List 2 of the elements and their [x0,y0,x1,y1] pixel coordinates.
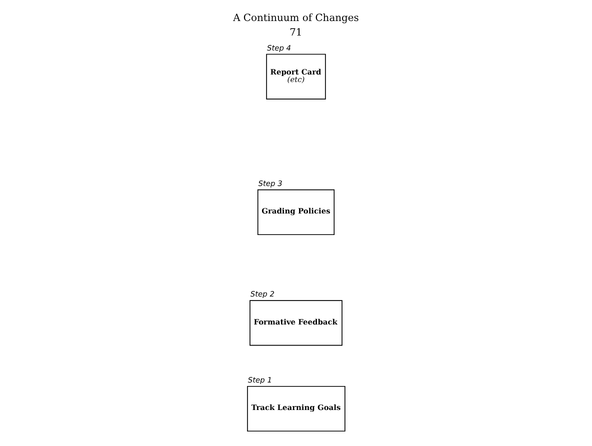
diagram-title: A Continuum of Changes [233,12,359,24]
label: 71 [290,27,302,38]
